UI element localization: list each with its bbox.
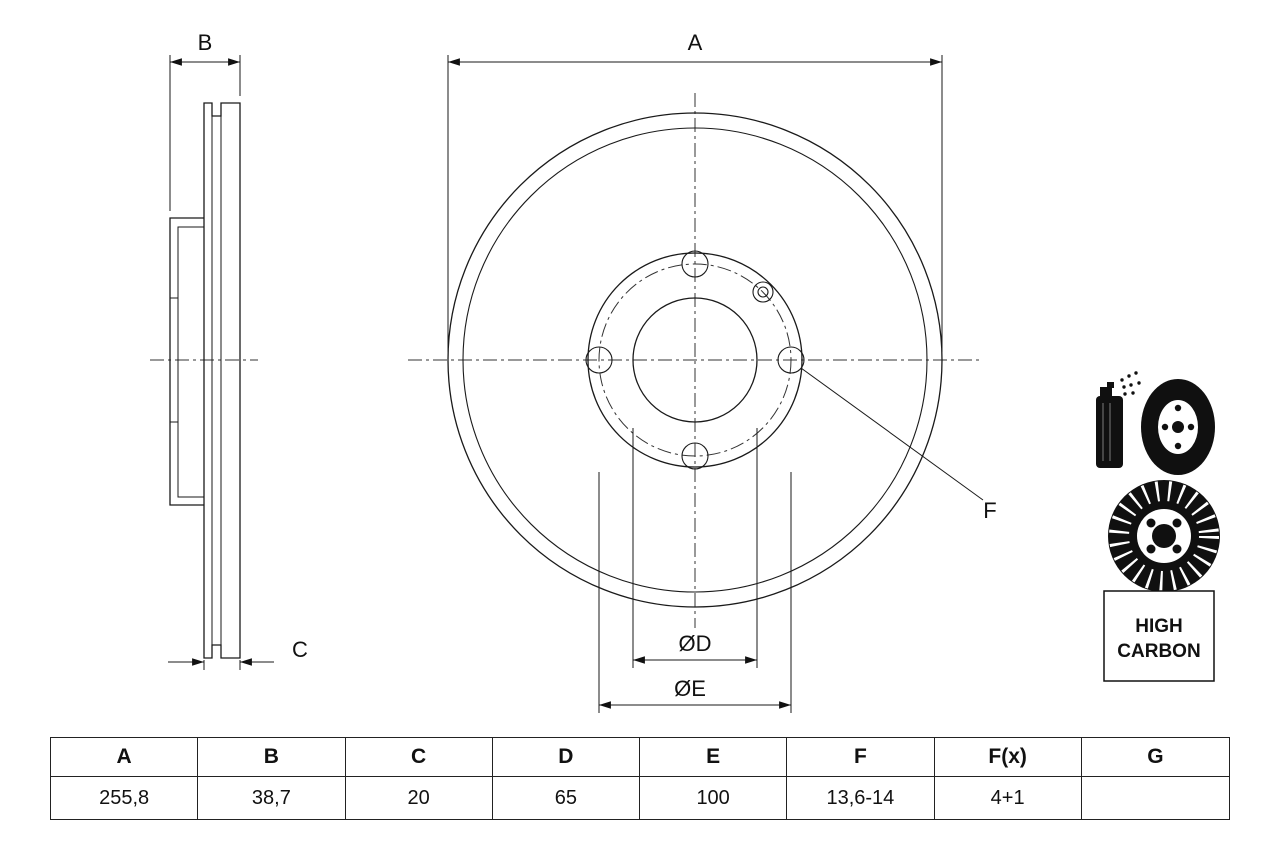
spec-value-f: 13,6-14 [787,777,935,819]
badge-line-2: CARBON [1117,641,1200,662]
spec-header-a: A [51,738,199,777]
bolt-circle-centerline [598,263,792,457]
badge-line-1: HIGH [1135,616,1183,637]
friction-band-inner-edge [462,127,928,593]
front-view [447,112,943,608]
disc-rim-hatching [1109,481,1219,591]
hat-edge-circle [587,252,803,468]
spec-header-b: B [198,738,346,777]
side-view [169,102,241,659]
spray-dots [1120,371,1141,396]
dim-label-a: A [688,30,703,55]
spec-value-c: 20 [346,777,493,819]
brake-disc-icon [1108,480,1220,592]
bolt-hole-right [777,346,805,374]
spec-value-a: 255,8 [51,777,199,819]
spec-header-e: E [640,738,788,777]
high-carbon-badge: HIGH CARBON [1103,590,1215,682]
bolt-hole-left [585,346,613,374]
spec-header-fx: F(x) [934,738,1082,777]
brake-disc-drawing: B A C ØD ØE F [150,30,1220,713]
center-bore-circle [632,297,758,423]
dim-label-d: ØD [679,631,712,656]
spec-value-g [1082,777,1229,819]
bolt-hole-top [681,250,709,278]
spec-header-g: G [1081,738,1229,777]
spec-value-d: 65 [493,777,640,819]
spec-value-fx: 4+1 [935,777,1082,819]
friction-ring-section [203,102,241,659]
dim-label-c: C [292,637,308,662]
spec-value-e: 100 [640,777,788,819]
spec-header-f: F [787,738,935,777]
f-leader-line [800,367,984,501]
disc-outer-edge [447,112,943,608]
locating-hole-inner [757,286,769,298]
dimension-labels: B A C ØD ØE F [198,30,997,701]
dim-label-f: F [983,498,996,523]
dim-label-b: B [198,30,213,55]
dimension-lines [168,55,984,713]
spec-value-b: 38,7 [198,777,346,819]
spec-header-c: C [345,738,493,777]
coated-disc-icon [1141,379,1215,475]
hat-section-outer [169,217,204,506]
bolt-hole-bottom [681,442,709,470]
hat-section-inner [177,226,204,498]
spec-header-d: D [492,738,640,777]
spec-table: A B C D E F F(x) G 255,8 38,7 20 65 100 … [50,737,1230,820]
spray-can-icon [1096,371,1141,468]
dim-label-e: ØE [674,676,706,701]
locating-hole-outer [752,281,774,303]
